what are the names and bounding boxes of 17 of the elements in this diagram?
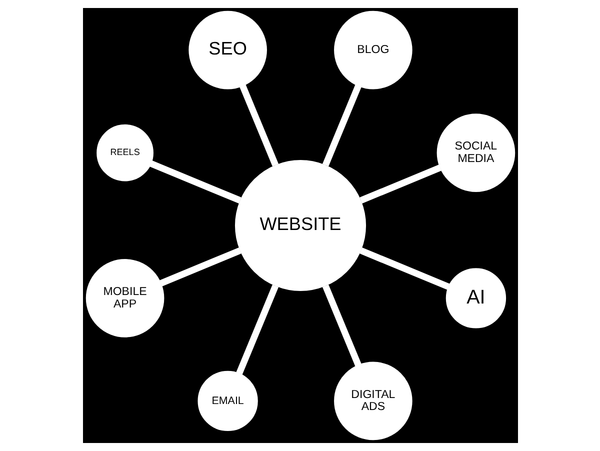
node-circle: REELS — [96, 124, 153, 182]
node-circle: DIGITAL ADS — [334, 362, 412, 440]
connector — [322, 84, 361, 166]
node-circle: SOCIAL MEDIA — [436, 114, 515, 192]
connector — [359, 164, 441, 204]
connector — [236, 284, 278, 375]
connector — [239, 84, 278, 166]
node-circle: EMAIL — [197, 370, 258, 432]
node-circle: AI — [445, 268, 506, 328]
connector — [159, 247, 241, 286]
node-circle: WEBSITE — [234, 160, 366, 292]
connector — [322, 284, 361, 366]
node-circle: MOBILE APP — [85, 259, 164, 338]
connector — [359, 247, 450, 290]
connector — [149, 160, 241, 204]
node-circle: SEO — [188, 10, 266, 90]
node-circle: BLOG — [334, 10, 412, 90]
